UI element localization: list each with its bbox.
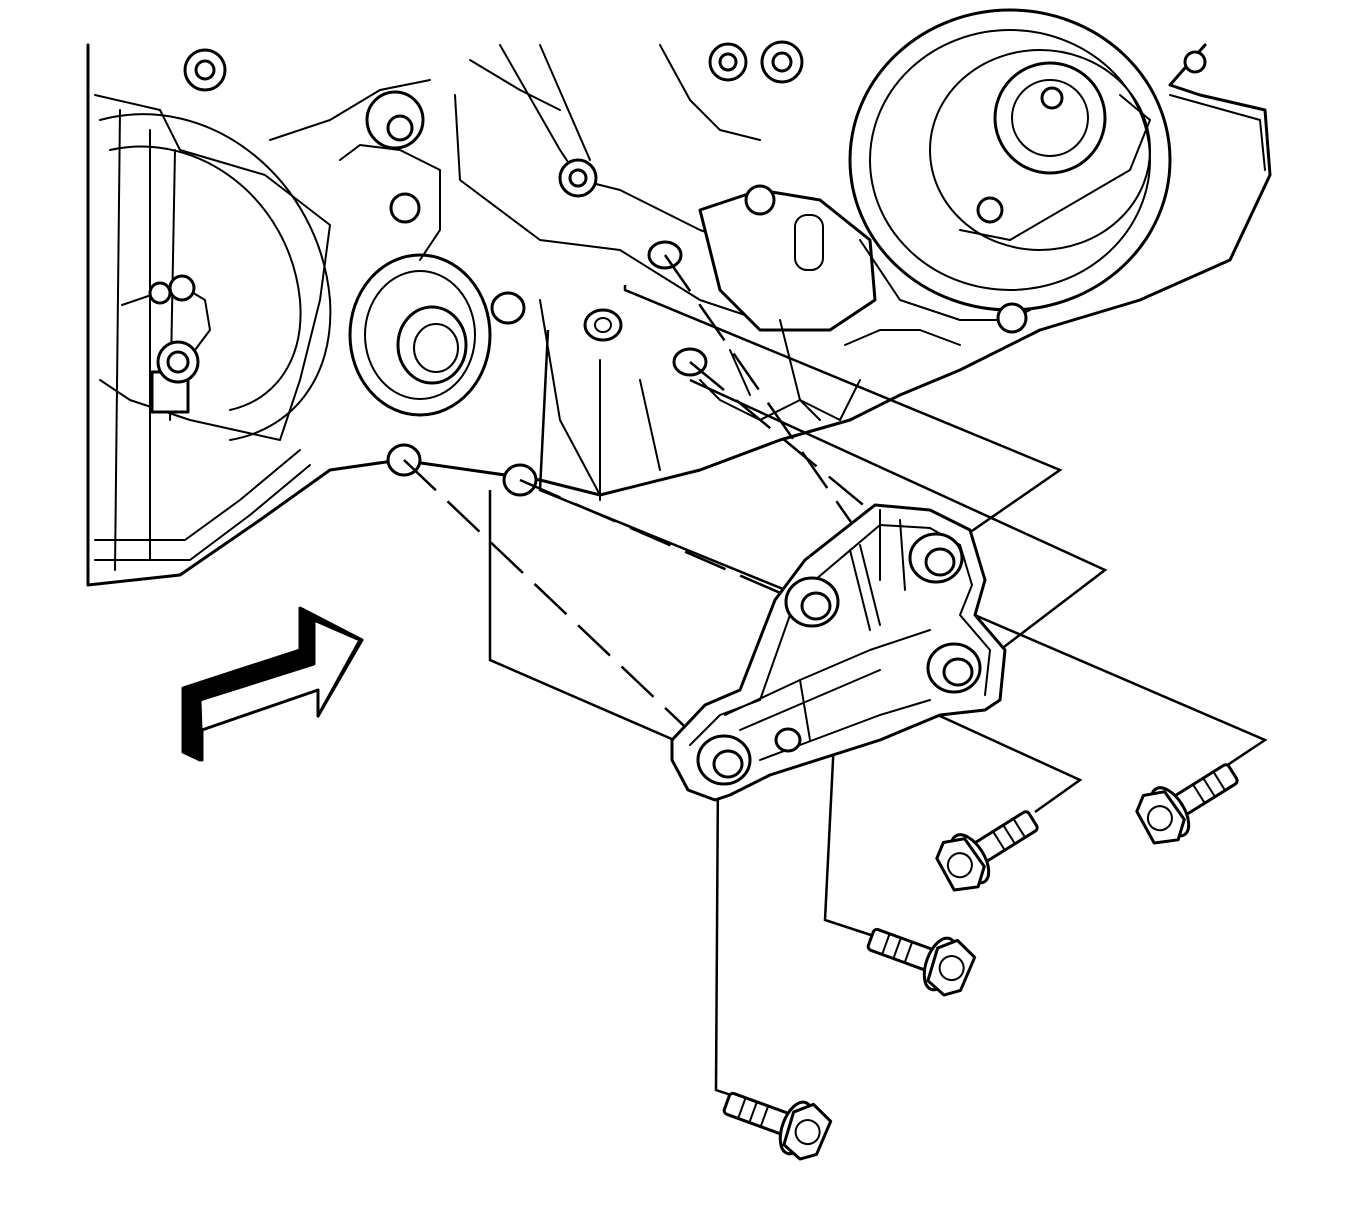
engine-block (86, 8, 1272, 587)
flange-bolt-1 (1135, 763, 1239, 845)
view-direction-arrow (181, 606, 364, 762)
flange-bolt-2 (935, 810, 1039, 892)
flange-bolt-4 (722, 1091, 833, 1161)
crank-pulley (848, 8, 1172, 312)
mount-bracket (670, 503, 1007, 802)
flange-bolt-3 (866, 927, 977, 997)
